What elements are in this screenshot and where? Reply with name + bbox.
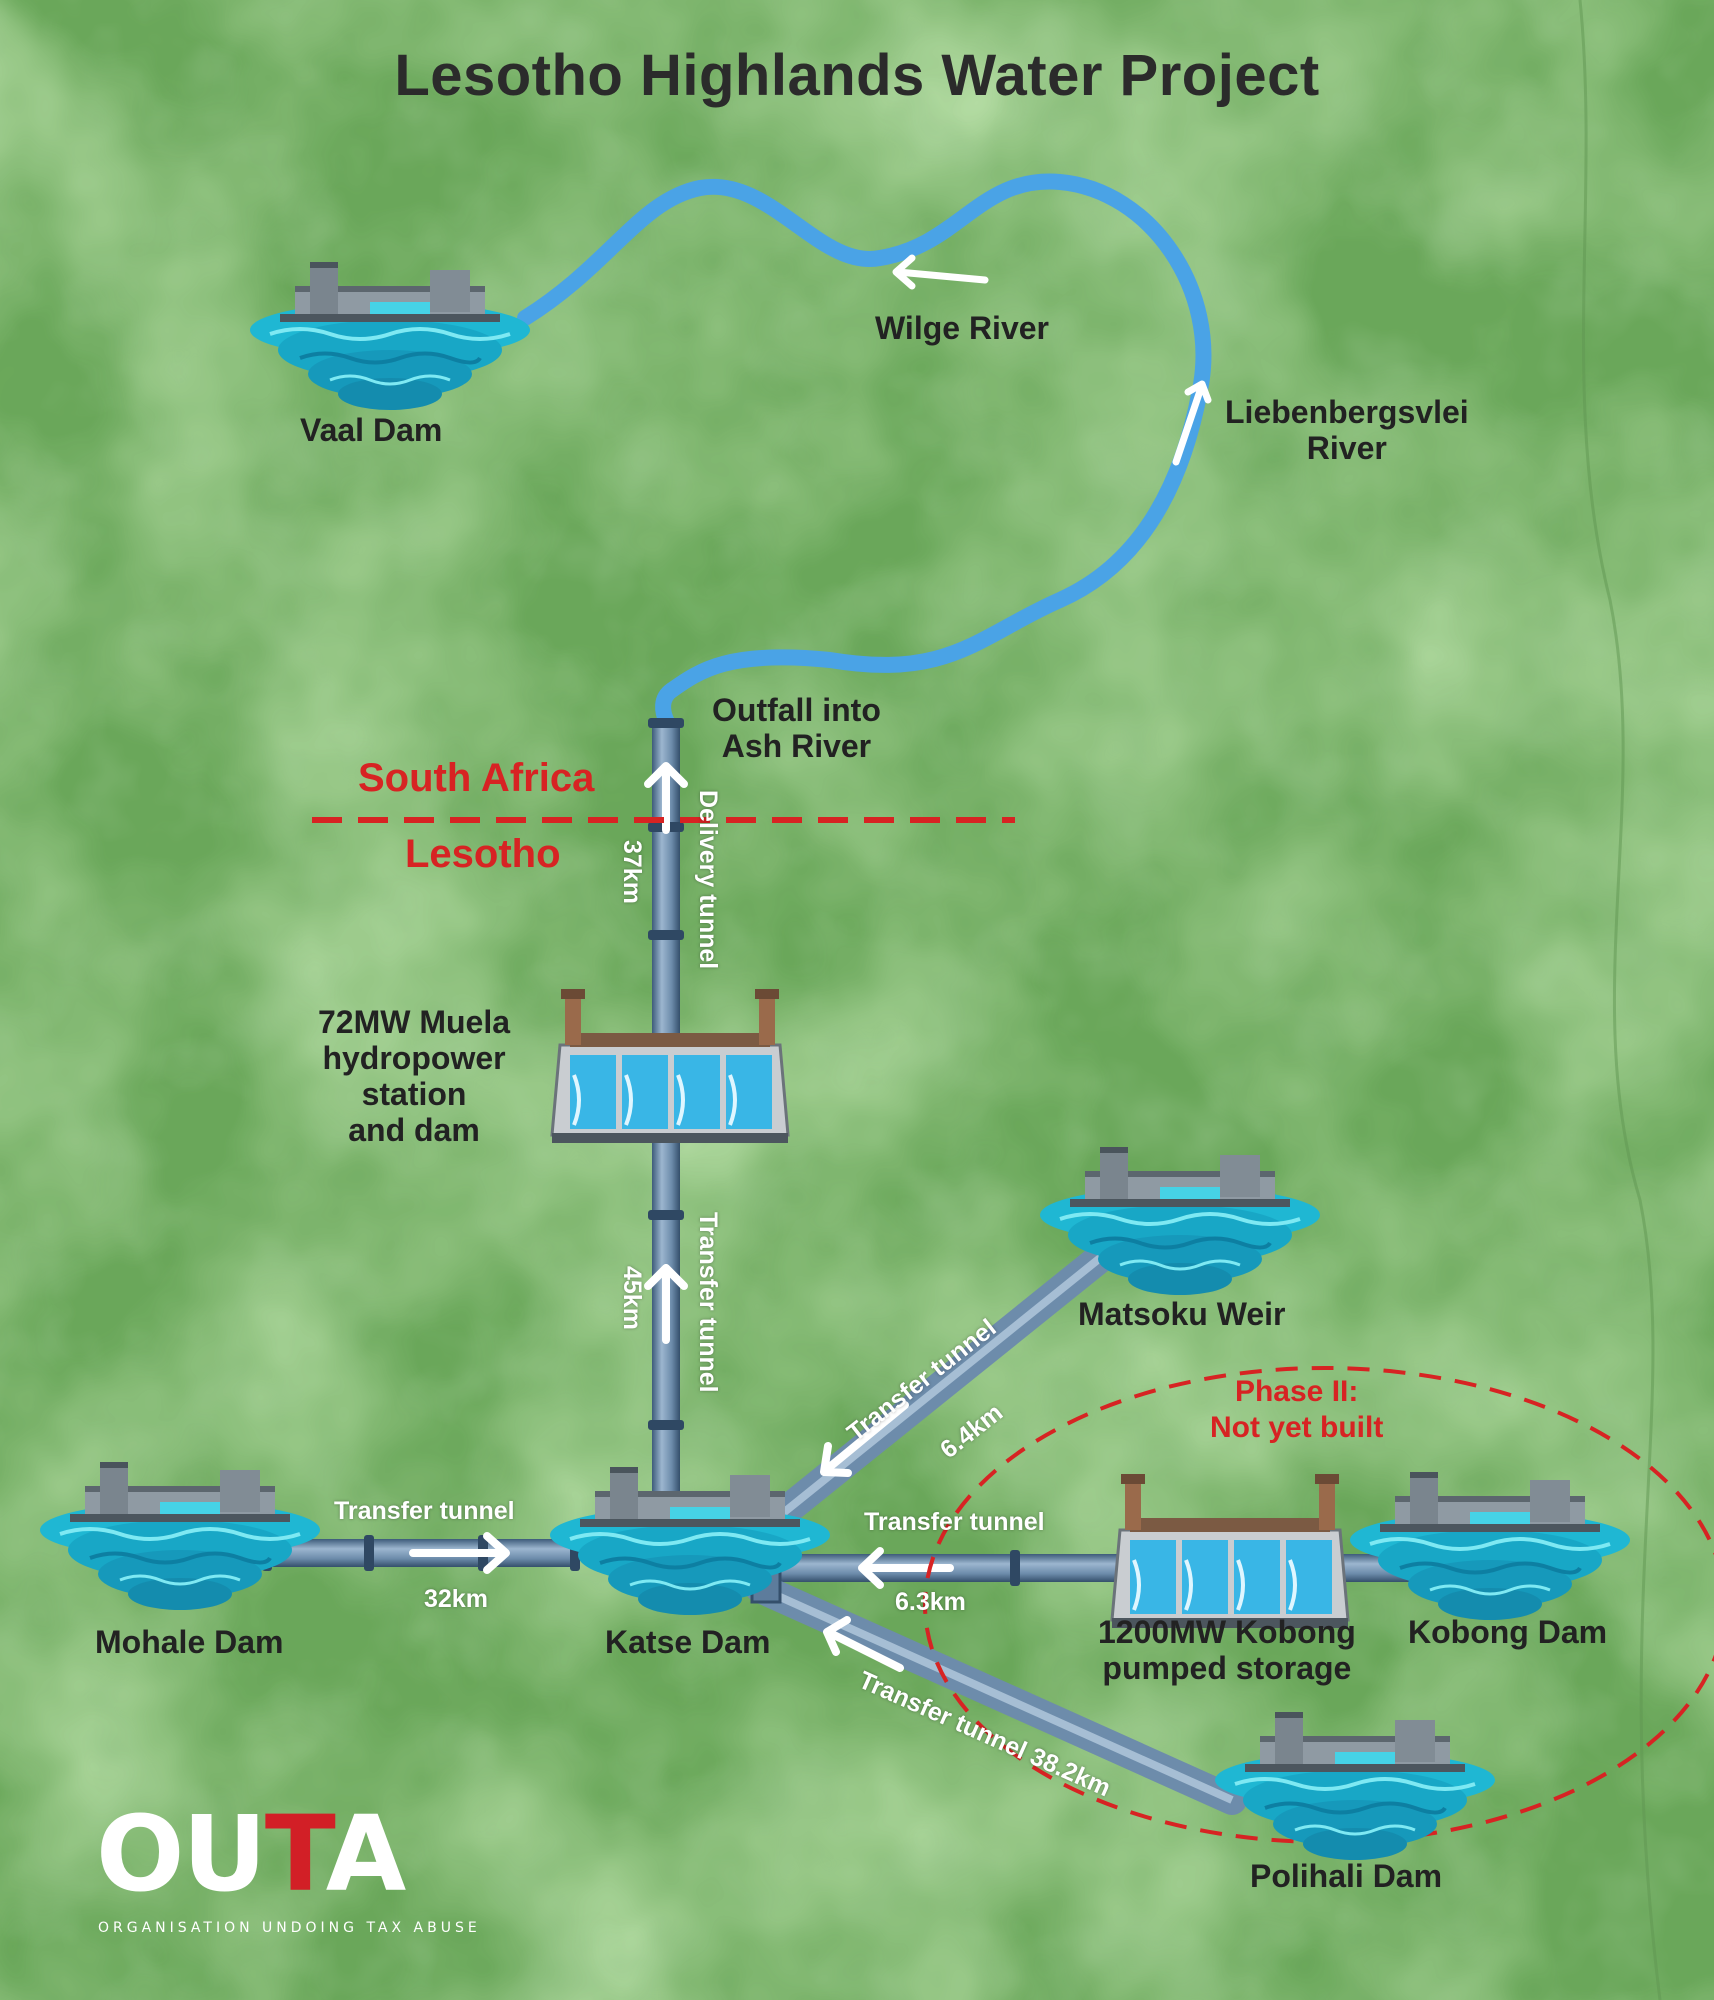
arrow-delivery-icon: [644, 762, 688, 834]
arrow-matsoku-icon: [820, 1401, 909, 1477]
label-mohale-length: 32km: [424, 1585, 488, 1613]
label-phase2: Phase II:Not yet built: [1210, 1375, 1384, 1444]
label-mohale: Mohale Dam: [95, 1624, 284, 1660]
arrow-mohale-icon: [409, 1532, 510, 1574]
label-kobong-dam: Kobong Dam: [1408, 1614, 1608, 1650]
outa-logo: OUTA: [96, 1793, 406, 1915]
label-delivery-length: 37km: [618, 840, 646, 904]
mohale-dam-icon: [38, 1460, 322, 1612]
arrow-transfer-up-icon: [644, 1264, 688, 1344]
label-south-africa: South Africa: [358, 756, 595, 800]
label-kobong-tunnel: Transfer tunnel: [864, 1508, 1045, 1536]
label-delivery-tunnel: Delivery tunnel: [694, 790, 722, 970]
label-vaal-dam: Vaal Dam: [300, 412, 443, 448]
label-lesotho: Lesotho: [405, 832, 561, 876]
label-polihali: Polihali Dam: [1250, 1858, 1443, 1894]
arrow-kobong-icon: [858, 1547, 954, 1589]
arrow-wilge-icon: [892, 254, 989, 290]
kobong-dam-icon: [1348, 1470, 1632, 1622]
label-transfer-vertical: Transfer tunnel: [694, 1212, 722, 1393]
outa-logo-subtitle: ORGANISATION UNDOING TAX ABUSE: [98, 1920, 481, 1936]
river: [517, 173, 1212, 698]
label-wilge-river: Wilge River: [875, 310, 1049, 346]
page-title: Lesotho Highlands Water Project: [394, 43, 1320, 108]
vaal-dam-icon: [248, 260, 532, 412]
arrow-liebenbergsvlei-icon: [1172, 380, 1212, 466]
label-matsoku: Matsoku Weir: [1078, 1296, 1286, 1332]
label-mohale-tunnel: Transfer tunnel: [334, 1497, 515, 1525]
arrow-polihali-icon: [823, 1616, 904, 1672]
kobong-station-icon: [1110, 1472, 1350, 1630]
label-kobong-length: 6.3km: [895, 1588, 966, 1616]
label-katse: Katse Dam: [605, 1624, 771, 1660]
label-transfer-vertical-length: 45km: [618, 1266, 646, 1330]
